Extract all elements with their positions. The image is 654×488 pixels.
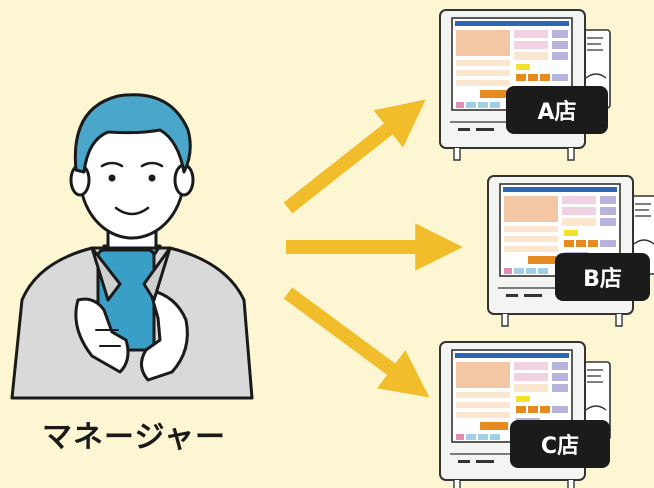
manager-with-smartphone-icon	[10, 93, 254, 400]
pos-register-icon-b	[487, 175, 654, 327]
arrow-to-store-c	[283, 287, 430, 398]
arrow-to-store-a	[283, 99, 426, 214]
manager-label: マネージャー	[42, 420, 226, 455]
store-c-label: C店	[510, 420, 610, 468]
store-b-label: B店	[555, 253, 650, 301]
store-a-label: A店	[506, 86, 608, 134]
pos-register-icon-a	[439, 9, 611, 161]
